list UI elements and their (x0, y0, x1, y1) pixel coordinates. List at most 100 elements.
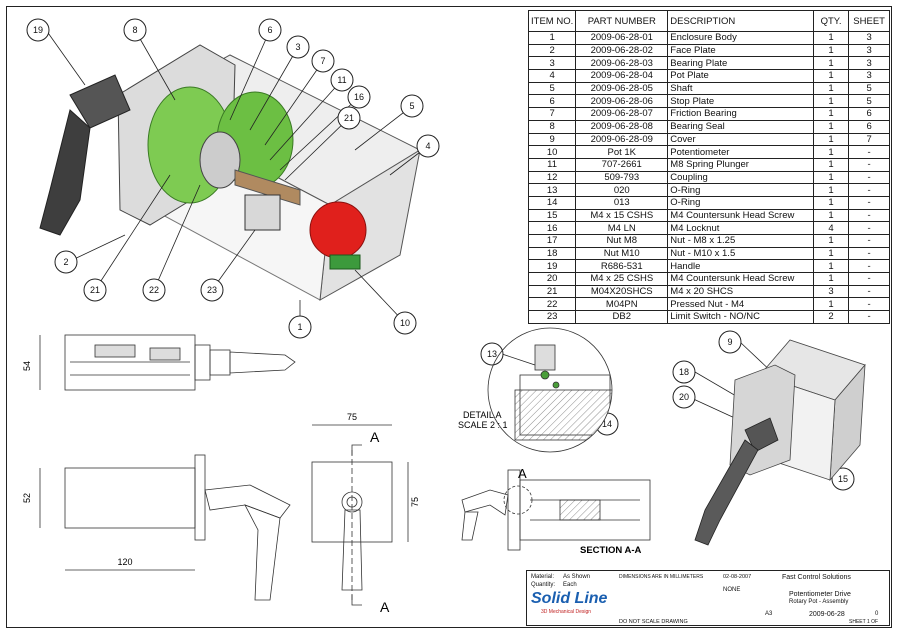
bom-header-qty: QTY. (812, 10, 850, 32)
bom-cell-desc: Face Plate (667, 43, 814, 58)
bom-cell-qty: 1 (812, 94, 850, 109)
bom-cell-desc: Limit Switch - NO/NC (667, 310, 814, 324)
bom-cell-no: 19 (527, 259, 577, 274)
bom-cell-no: 18 (527, 246, 577, 261)
bom-cell-desc: O-Ring (667, 183, 814, 197)
balloon-19: 19 (33, 25, 43, 35)
balloon-22: 22 (149, 285, 159, 295)
bom-cell-no: 8 (527, 119, 577, 134)
bom-cell-sheet: - (848, 183, 890, 197)
balloon-4: 4 (425, 141, 430, 151)
bom-header-sheet: SHEET (848, 10, 890, 32)
bom-cell-sheet: - (848, 234, 890, 248)
bom-cell-pn: M04PN (575, 297, 669, 312)
finish-value: NONE (723, 587, 741, 593)
bom-cell-pn: 2009-06-28-05 (575, 81, 669, 96)
balloon-14: 14 (602, 419, 612, 429)
bom-cell-pn: 707-2661 (575, 157, 669, 172)
balloon-21-bottom: 21 (90, 285, 100, 295)
bom-cell-no: 4 (527, 69, 577, 83)
bom-cell-pn: M04X20SHCS (575, 284, 669, 299)
bom-cell-qty: 1 (812, 81, 850, 96)
bom-cell-no: 3 (527, 56, 577, 71)
bom-cell-pn: 2009-06-28-04 (575, 69, 669, 83)
bom-cell-no: 2 (527, 43, 577, 58)
front-view (39, 454, 291, 601)
bom-cell-no: 20 (527, 272, 577, 286)
bom-header-item-no: ITEM NO. (527, 10, 577, 32)
bom-cell-sheet: 5 (848, 81, 890, 96)
bom-cell-pn: 2009-06-28-01 (575, 31, 669, 45)
bom-cell-pn: 020 (575, 183, 669, 197)
bom-cell-pn: 2009-06-28-03 (575, 56, 669, 71)
bom-cell-sheet: 6 (848, 107, 890, 121)
bom-cell-qty: 1 (812, 69, 850, 83)
bom-cell-desc: Shaft (667, 81, 814, 96)
bom-cell-pn: 509-793 (575, 170, 669, 185)
bom-cell-desc: Coupling (667, 170, 814, 185)
bom-cell-pn: Nut M8 (575, 234, 669, 248)
revision: 0 (875, 611, 879, 617)
bom-cell-no: 12 (527, 170, 577, 185)
bom-cell-qty: 1 (812, 170, 850, 185)
dim-54: 54 (22, 361, 32, 371)
bom-cell-sheet: - (848, 272, 890, 286)
bom-cell-qty: 1 (812, 272, 850, 286)
bom-cell-desc: M4 Locknut (667, 221, 814, 235)
balloon-16: 16 (354, 92, 364, 102)
bom-cell-no: 13 (527, 183, 577, 197)
bom-cell-desc: Enclosure Body (667, 31, 814, 45)
bom-cell-pn: 2009-06-28-08 (575, 119, 669, 134)
bom-cell-sheet: - (848, 259, 890, 274)
balloon-21-top: 21 (344, 113, 354, 123)
bom-cell-sheet: - (848, 195, 890, 210)
potentiometer (309, 201, 367, 259)
bom-cell-pn: DB2 (575, 310, 669, 324)
bom-cell-qty: 1 (812, 107, 850, 121)
handle-lever (39, 109, 91, 236)
bom-cell-desc: M4 Countersunk Head Screw (667, 208, 814, 223)
date-value: 02-08-2007 (723, 574, 752, 580)
bom-cell-qty: 1 (812, 56, 850, 71)
limit-switch (244, 194, 281, 231)
bom-cell-sheet: - (848, 246, 890, 261)
bom-cell-sheet: 7 (848, 132, 890, 147)
detail-a-scale: SCALE 2 : 1 (458, 420, 508, 430)
material-value: As Shown (563, 574, 591, 580)
bom-cell-desc: Cover (667, 132, 814, 147)
detail-a-title: DETAIL A (463, 410, 502, 420)
bom-cell-sheet: 6 (848, 119, 890, 134)
bom-cell-qty: 1 (812, 246, 850, 261)
bom-cell-no: 6 (527, 94, 577, 109)
leader-lines (45, 29, 844, 480)
drawing-number: 2009-06-28 (809, 611, 845, 618)
bom-cell-no: 1 (527, 31, 577, 45)
bom-cell-desc: Stop Plate (667, 94, 814, 109)
bom-cell-pn: Nut M10 (575, 246, 669, 261)
detail-a-view (487, 327, 613, 453)
bom-cell-qty: 4 (812, 221, 850, 235)
bom-cell-desc: O-Ring (667, 195, 814, 210)
bom-cell-sheet: 3 (848, 69, 890, 83)
bom-cell-desc: Potentiometer (667, 145, 814, 159)
bom-cell-qty: 1 (812, 259, 850, 274)
bom-cell-sheet: - (848, 208, 890, 223)
bom-cell-sheet: - (848, 297, 890, 312)
bom-header-row: ITEM NO. PART NUMBER DESCRIPTION QTY. SH… (527, 10, 890, 32)
bom-cell-no: 7 (527, 107, 577, 121)
balloon-13: 13 (487, 349, 497, 359)
section-cut-label-bottom: A (380, 599, 390, 615)
title-block: Material: As Shown Quantity: Each DIMENS… (526, 570, 890, 626)
bom-header-description: DESCRIPTION (667, 10, 814, 32)
top-view (39, 334, 296, 391)
bom-cell-qty: 1 (812, 297, 850, 312)
